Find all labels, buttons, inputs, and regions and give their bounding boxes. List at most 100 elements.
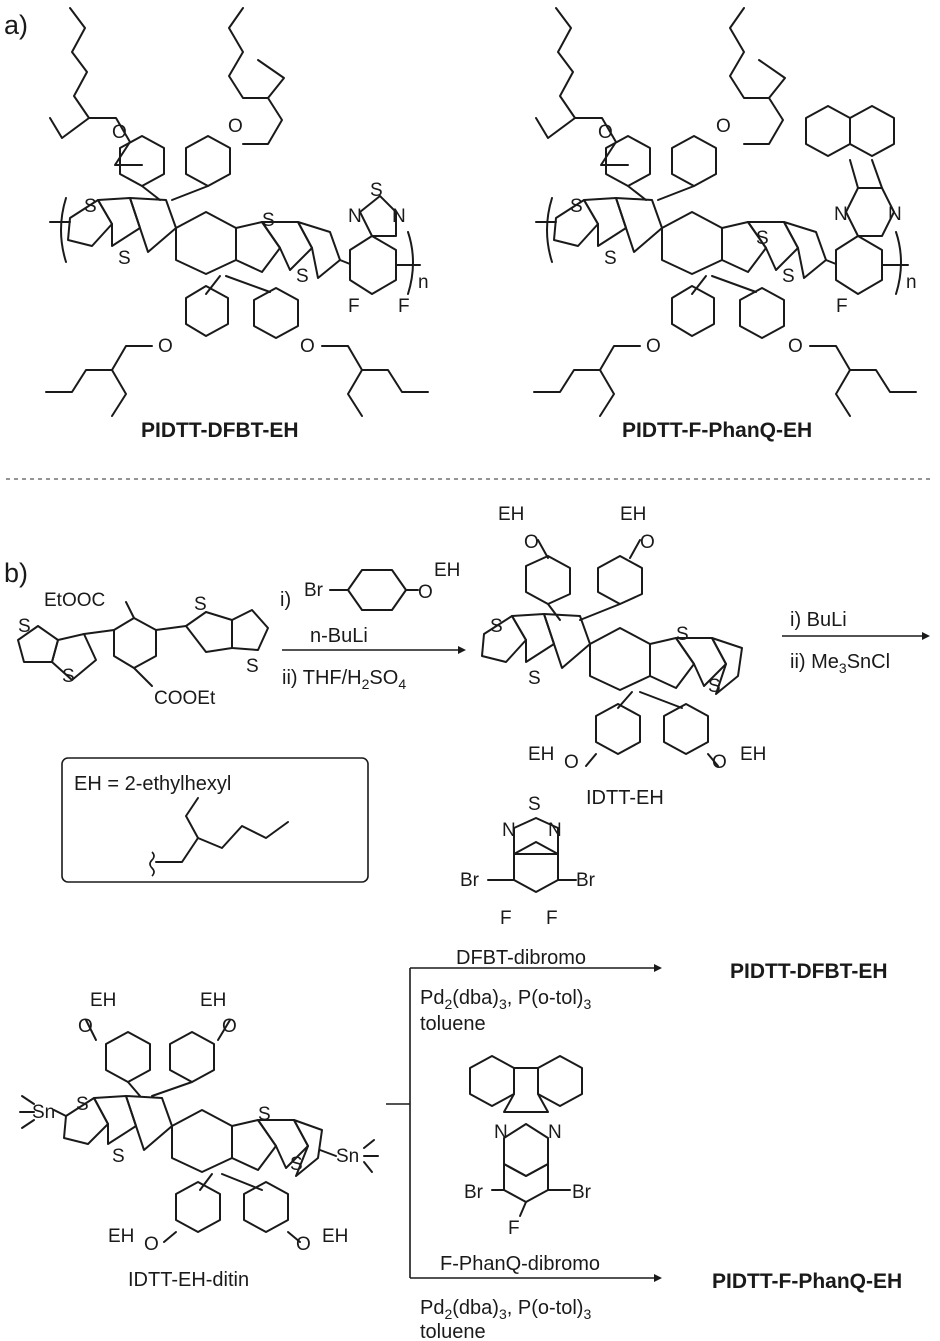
atom-O: O (564, 752, 579, 773)
br-aryl-label: Br (304, 580, 324, 601)
product-1-label: PIDTT-DFBT-EH (730, 960, 888, 983)
step1-nBuLi: n-BuLi (310, 625, 368, 647)
arrowhead-3 (654, 964, 662, 972)
EH-label: EH (322, 1226, 348, 1247)
atom-S: S (676, 624, 689, 645)
EH-label: EH (108, 1226, 134, 1247)
conditions-1: Pd2(dba)3, P(o-tol)3 (420, 987, 591, 1012)
eh-definition-box (61, 757, 369, 883)
atom-Br: Br (576, 870, 596, 891)
atom-S: S (604, 248, 617, 269)
atom-O: O (640, 532, 655, 553)
EtOOC-label: EtOOC (44, 590, 105, 611)
atom-N: N (502, 820, 516, 841)
repeat-n: n (418, 272, 429, 293)
ethylhexyl-structure (149, 797, 289, 877)
atom-O: O (598, 122, 613, 143)
f-phanq-dibromo-label: F-PhanQ-dibromo (440, 1253, 600, 1275)
atom-S: S (76, 1094, 89, 1115)
atom-O: O (144, 1234, 159, 1255)
idtt-eh-ditin-structure (19, 1019, 379, 1243)
EH-label: EH (620, 504, 646, 525)
atom-S: S (258, 1104, 271, 1125)
arrowhead-1 (458, 646, 466, 654)
EH-label: EH (740, 744, 766, 765)
O-label: O (418, 582, 433, 603)
atom-Br: Br (464, 1182, 484, 1203)
repeat-n: n (906, 272, 917, 293)
EH-label: EH (528, 744, 554, 765)
EH-label: EH (200, 990, 226, 1011)
atom-O: O (646, 336, 661, 357)
EH-label: EH (434, 560, 460, 581)
atom-S: S (570, 196, 583, 217)
atom-F: F (508, 1218, 520, 1239)
atom-F: F (500, 908, 512, 929)
atom-S: S (708, 676, 721, 697)
atom-O: O (78, 1016, 93, 1037)
arrowhead-2 (922, 632, 930, 640)
EH-label: EH (498, 504, 524, 525)
atom-S: S (370, 180, 383, 201)
atom-S: S (194, 594, 207, 615)
atom-O: O (112, 122, 127, 143)
atom-S: S (528, 668, 541, 689)
atom-Br: Br (460, 870, 480, 891)
atom-N: N (888, 204, 902, 225)
atom-O: O (524, 532, 539, 553)
atom-F: F (546, 908, 558, 929)
panel-label-a: a) (4, 10, 28, 40)
dfbt-dibromo-label: DFBT-dibromo (456, 947, 586, 969)
atom-O: O (716, 116, 731, 137)
atom-S: S (246, 656, 259, 677)
eh-definition-text: EH = 2-ethylhexyl (74, 773, 231, 795)
atom-S: S (118, 248, 131, 269)
atom-O: O (712, 752, 727, 773)
atom-S: S (18, 616, 31, 637)
solvent-2: toluene (420, 1321, 486, 1341)
product-2-label: PIDTT-F-PhanQ-EH (712, 1270, 902, 1293)
f-phanq-dibromo-structure (469, 1055, 583, 1217)
atom-O: O (296, 1234, 311, 1255)
atom-N: N (494, 1122, 508, 1143)
polymer-1-label: PIDTT-DFBT-EH (141, 419, 299, 442)
atom-N: N (348, 206, 362, 227)
conditions-2: Pd2(dba)3, P(o-tol)3 (420, 1297, 591, 1322)
arrowhead-4 (654, 1274, 662, 1282)
polymer-2-structure: O O S S S S N N F n O (533, 7, 917, 417)
starting-material-structure: S S S S (17, 594, 269, 687)
atom-O: O (222, 1016, 237, 1037)
step2-i: i) BuLi (790, 609, 847, 631)
atom-S: S (290, 1154, 303, 1175)
atom-N: N (392, 206, 406, 227)
atom-S: S (84, 196, 97, 217)
atom-O: O (228, 116, 243, 137)
atom-F: F (836, 296, 848, 317)
atom-Br: Br (572, 1182, 592, 1203)
dfbt-dibromo-structure (487, 817, 577, 893)
atom-N: N (548, 820, 562, 841)
atom-F: F (348, 296, 360, 317)
atom-N: N (834, 204, 848, 225)
atom-S: S (112, 1146, 125, 1167)
atom-Sn: Sn (336, 1146, 359, 1167)
atom-O: O (788, 336, 803, 357)
atom-O: O (300, 336, 315, 357)
step1-ii: ii) THF/H2SO4 (282, 667, 406, 692)
atom-S: S (490, 616, 503, 637)
atom-S: S (62, 666, 75, 687)
step2-ii: ii) Me3SnCl (790, 651, 890, 676)
bromophenyl-structure (329, 569, 419, 611)
atom-S: S (262, 210, 275, 231)
atom-S: S (756, 228, 769, 249)
idtt-eh-structure (481, 539, 743, 767)
step1-i: i) (280, 589, 291, 611)
atom-N: N (548, 1122, 562, 1143)
solvent-1: toluene (420, 1013, 486, 1035)
idtt-eh-label: IDTT-EH (586, 787, 664, 809)
polymer-2-label: PIDTT-F-PhanQ-EH (622, 419, 812, 442)
idtt-eh-ditin-label: IDTT-EH-ditin (128, 1269, 249, 1291)
atom-S: S (296, 266, 309, 287)
polymer-1-structure: O O S S S S S N N F F n (45, 7, 429, 417)
